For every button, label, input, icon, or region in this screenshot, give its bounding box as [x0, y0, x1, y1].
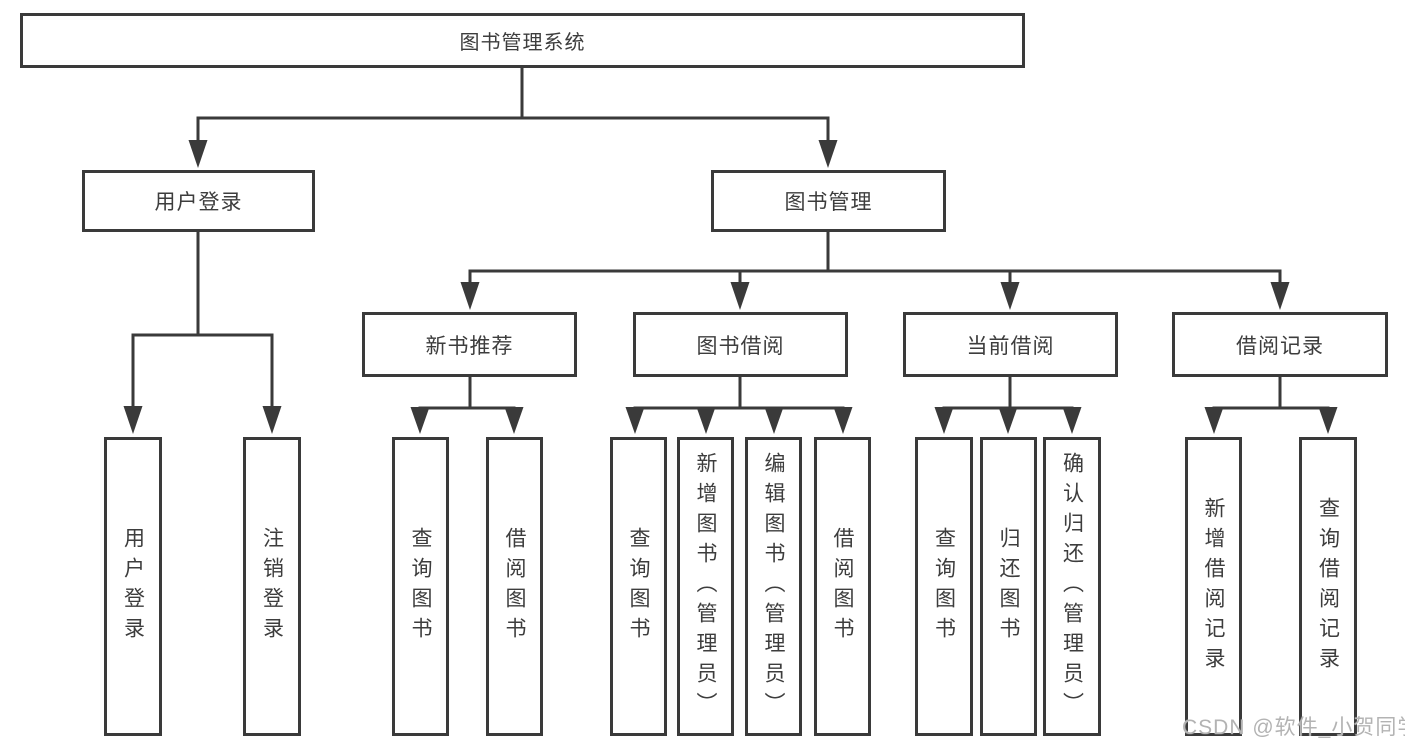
connector-login-to-leaves: [131, 232, 274, 408]
node-leaf-nbr-borrow-label: 借阅图书: [503, 526, 526, 647]
node-leaf-user-login: 用户登录: [104, 437, 162, 736]
node-leaf-br-query: 查询借阅记录: [1299, 437, 1357, 736]
node-book-mgmt-label: 图书管理: [784, 191, 873, 214]
node-leaf-bb-borrow: 借阅图书: [814, 437, 871, 736]
node-user-login: 用户登录: [82, 170, 315, 232]
csdn-watermark: CSDN @软件_小贺同学: [1182, 716, 1405, 739]
connector-newbook-split: [418, 377, 516, 410]
node-leaf-bb-add-label: 新增图书（管理员）: [694, 451, 717, 722]
node-leaf-cb-return: 归还图书: [980, 437, 1037, 736]
node-new-book-rec-label: 新书推荐: [425, 334, 514, 358]
node-leaf-nbr-query: 查询图书: [392, 437, 449, 736]
node-leaf-bb-query-label: 查询图书: [627, 526, 650, 647]
connector-borrow-split: [633, 377, 845, 410]
node-leaf-br-add-label: 新增借阅记录: [1202, 496, 1225, 677]
connector-mgmt-to-level3: [468, 232, 1282, 284]
arrowheads: [123, 140, 1338, 434]
node-borrow-records: 借阅记录: [1172, 312, 1388, 377]
node-book-borrow-label: 图书借阅: [696, 334, 785, 358]
node-leaf-bb-borrow-label: 借阅图书: [831, 526, 854, 647]
node-borrow-records-label: 借阅记录: [1236, 334, 1324, 358]
node-root-label: 图书管理系统: [459, 32, 586, 54]
connector-root-to-level2: [196, 68, 830, 142]
node-leaf-br-query-label: 查询借阅记录: [1316, 496, 1340, 677]
node-leaf-logout-label: 注销登录: [260, 526, 284, 647]
node-current-borrow: 当前借阅: [903, 312, 1118, 377]
node-leaf-user-login-label: 用户登录: [121, 526, 145, 647]
node-root: 图书管理系统: [20, 13, 1025, 68]
node-leaf-nbr-query-label: 查询图书: [409, 526, 432, 647]
connector-records-split: [1212, 377, 1330, 410]
node-leaf-cb-query: 查询图书: [915, 437, 973, 736]
node-leaf-bb-edit: 编辑图书（管理员）: [745, 437, 802, 736]
connector-current-split: [942, 377, 1074, 410]
node-leaf-logout: 注销登录: [243, 437, 301, 736]
node-leaf-bb-add: 新增图书（管理员）: [677, 437, 734, 736]
node-leaf-bb-edit-label: 编辑图书（管理员）: [762, 451, 785, 722]
node-current-borrow-label: 当前借阅: [966, 334, 1055, 358]
node-book-mgmt: 图书管理: [711, 170, 946, 232]
node-new-book-rec: 新书推荐: [362, 312, 577, 377]
node-book-borrow: 图书借阅: [633, 312, 848, 377]
node-leaf-cb-query-label: 查询图书: [932, 526, 956, 647]
node-leaf-bb-query: 查询图书: [610, 437, 667, 736]
node-leaf-cb-return-label: 归还图书: [997, 526, 1020, 647]
node-leaf-cb-confirm-label: 确认归还（管理员）: [1060, 451, 1084, 722]
node-user-login-label: 用户登录: [154, 191, 243, 214]
node-leaf-nbr-borrow: 借阅图书: [486, 437, 543, 736]
node-leaf-cb-confirm: 确认归还（管理员）: [1043, 437, 1101, 736]
node-leaf-br-add: 新增借阅记录: [1185, 437, 1242, 736]
